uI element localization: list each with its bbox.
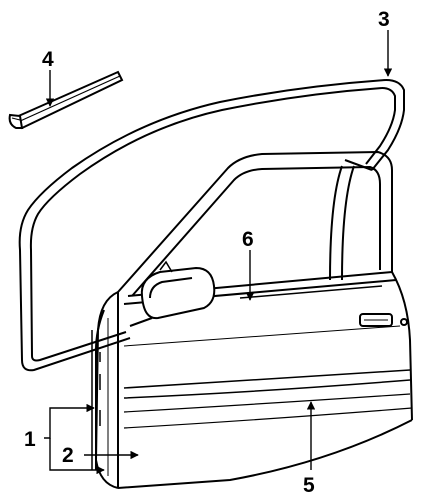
leader-lines bbox=[44, 30, 393, 475]
leader-1b bbox=[49, 438, 105, 475]
callout-3: 3 bbox=[378, 8, 390, 31]
callout-4: 4 bbox=[42, 48, 54, 71]
callout-2: 2 bbox=[62, 444, 74, 467]
part-3-door-opening-seal bbox=[18, 79, 405, 372]
part-6-mirror-and-channel bbox=[129, 260, 383, 327]
part-5-door-shell bbox=[94, 150, 413, 489]
callout-6: 6 bbox=[242, 228, 254, 251]
part-4-weatherstrip bbox=[8, 70, 124, 130]
leader-1 bbox=[44, 403, 95, 439]
callout-5: 5 bbox=[303, 474, 315, 497]
callout-1: 1 bbox=[24, 428, 36, 451]
hinge-edge-detail bbox=[91, 330, 101, 470]
